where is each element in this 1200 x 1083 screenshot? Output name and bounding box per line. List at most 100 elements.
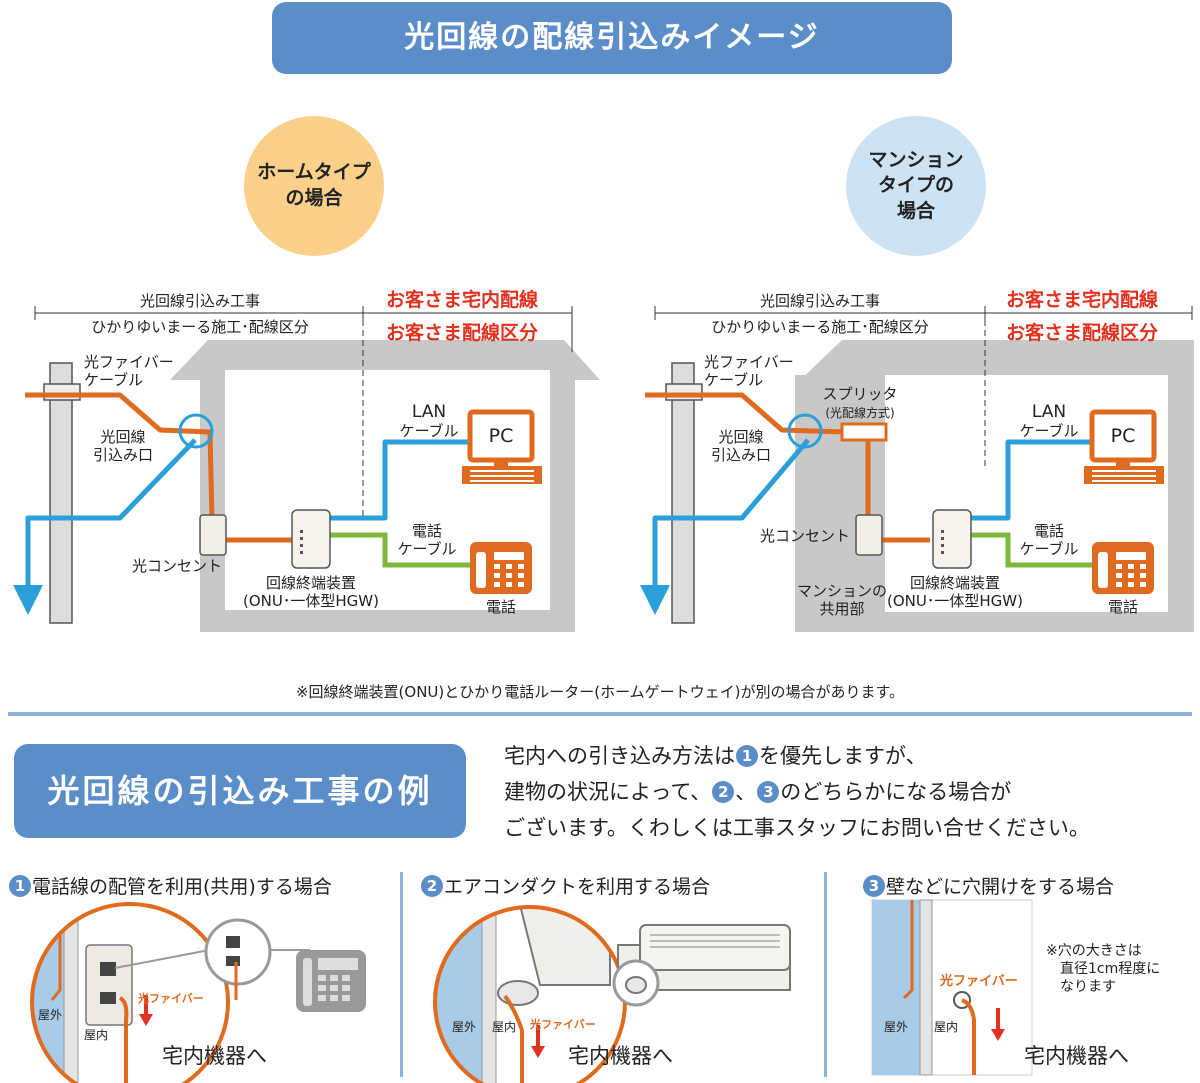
num-badge-2: 2: [712, 781, 735, 803]
case1-title-text: 電話線の配管を利用(共用)する場合: [32, 876, 332, 898]
mansion-lan-l2: ケーブル: [1019, 422, 1079, 441]
onu-note: ※回線終端装置(ONU)とひかり電話ルーター(ホームゲートウェイ)が別の場合があ…: [295, 683, 905, 701]
mansion-outlet-icon: [855, 514, 883, 556]
home-onu-icon: [291, 509, 331, 569]
case3-title-text: 壁などに穴開けをする場合: [886, 876, 1115, 898]
case1-indoor: 屋内: [84, 1028, 109, 1042]
intro-line2-sep: 、: [735, 780, 757, 804]
mansion-outlet-label: 光コンセント: [760, 527, 851, 545]
mansion-customer-section: お客さま配線区分: [1006, 322, 1159, 344]
mansion-badge-line1: マンション: [868, 148, 964, 171]
mansion-lan-l1: LAN: [1031, 402, 1067, 422]
intro-line3: ございます。くわしくは工事スタッフにお問い合せください。: [504, 816, 1090, 840]
case1-fiber: 光ファイバー: [138, 992, 204, 1005]
mansion-tel-cable: [968, 532, 1092, 568]
mansion-entry-label: 光回線引込み口: [706, 428, 776, 464]
mansion-onu-l1: 回線終端装置: [909, 574, 1000, 592]
mansion-entry-l1: 光回線: [718, 428, 764, 446]
mansion-entry-ring: [787, 413, 823, 449]
home-tel-l1: 電話: [411, 522, 442, 540]
mansion-onu-dots-icon: [941, 530, 944, 554]
home-badge-line1: ホームタイプ: [257, 161, 371, 184]
mansion-lan-cable: [640, 438, 1092, 615]
home-customer-section: お客さま配線区分: [386, 322, 539, 344]
home-work-label: 光回線引込み工事: [139, 292, 260, 310]
home-onu-l1: 回線終端装置: [265, 574, 356, 592]
mansion-onu-icon: [932, 509, 972, 569]
mansion-common-label: マンションの共用部: [797, 582, 887, 618]
home-type-badge: ホームタイプの場合: [244, 116, 384, 256]
case1-illustration: [30, 902, 366, 1083]
home-pc-icon: [462, 409, 542, 484]
mansion-badge-line2: タイプの: [877, 174, 954, 197]
intro-line1-a: 宅内への引き込み方法は: [504, 744, 735, 768]
mansion-phone-label: 電話: [1107, 598, 1138, 616]
case2-outdoor: 屋外: [452, 1020, 477, 1034]
home-lan-l1: LAN: [411, 402, 447, 422]
case2-illustration: [433, 905, 791, 1083]
home-utility-pole: [49, 362, 73, 624]
home-pole-clamp: [43, 383, 81, 401]
home-onu-l2: (ONU･一体型HGW): [243, 592, 379, 610]
home-tel-l2: ケーブル: [397, 540, 457, 558]
mansion-fiber-l2: ケーブル: [704, 371, 764, 389]
mansion-utility-pole: [671, 362, 695, 624]
home-fiber-l2: ケーブル: [84, 371, 144, 389]
home-outlet-icon: [199, 514, 227, 556]
case2-fiber: 光ファイバー: [530, 1018, 596, 1031]
mansion-customer-wiring: お客さま宅内配線: [1006, 289, 1159, 311]
mansion-work-label: 光回線引込み工事: [759, 292, 880, 310]
case1-outdoor: 屋外: [38, 1008, 63, 1022]
mansion-common-l1: マンションの: [797, 582, 888, 600]
mansion-common-l2: 共用部: [819, 600, 865, 618]
mansion-fiber-label: 光ファイバーケーブル: [704, 353, 794, 389]
case3-fiber: 光ファイバー: [940, 974, 1018, 989]
case3-num: 3: [863, 875, 885, 897]
mansion-pole-clamp: [665, 383, 703, 401]
case2-indoor: 屋内: [492, 1020, 517, 1034]
case1-to-device: 宅内機器へ: [162, 1044, 267, 1068]
home-span-lines: [34, 306, 573, 520]
intro-line2-b: のどちらかになる場合が: [780, 780, 1012, 804]
mansion-splitter-label: スプリッタ(光配線方式): [810, 385, 910, 421]
case3-outdoor: 屋外: [884, 1020, 909, 1034]
mansion-phone-icon: [1092, 542, 1154, 594]
mansion-type-badge: マンションタイプの場合: [846, 116, 986, 256]
case2-title-text: エアコンダクトを利用する場合: [444, 876, 711, 898]
num-badge-3: 3: [757, 781, 780, 803]
home-tel-cable: [325, 532, 470, 568]
mansion-onu-l2: (ONU･一体型HGW): [887, 592, 1023, 610]
section2-title: 光回線の引込み工事の例: [14, 744, 466, 838]
home-customer-wiring: お客さま宅内配線: [386, 289, 539, 311]
case1-num: 1: [9, 875, 31, 897]
home-fiber-label: 光ファイバーケーブル: [84, 353, 174, 389]
num-badge-1: 1: [736, 745, 758, 767]
diagram-title: 光回線の配線引込みイメージ: [272, 2, 952, 74]
mansion-pc-icon: [1084, 409, 1164, 484]
mansion-tel-cable-label: 電話ケーブル: [1012, 522, 1086, 558]
mansion-onu-label: 回線終端装置(ONU･一体型HGW): [880, 574, 1030, 610]
case-separator-2: [824, 872, 827, 1077]
home-onu-label: 回線終端装置(ONU･一体型HGW): [236, 574, 386, 610]
mansion-fiber-l1: 光ファイバー: [704, 353, 794, 371]
home-phone-icon: [470, 542, 532, 594]
case3-indoor: 屋内: [934, 1020, 959, 1034]
home-entry-label: 光回線引込み口: [88, 428, 158, 464]
home-entry-l2: 引込み口: [92, 446, 153, 464]
home-lan-cable: [13, 438, 470, 615]
mansion-splitter-l1: スプリッタ: [822, 385, 898, 403]
home-badge-line2: の場合: [285, 187, 343, 209]
home-onu-dots-icon: [300, 530, 303, 554]
home-entry-l1: 光回線: [100, 428, 146, 446]
mansion-tel-l1: 電話: [1033, 522, 1064, 540]
home-lan-l2: ケーブル: [399, 422, 459, 441]
mansion-splitter-icon: [840, 422, 888, 442]
intro-line2-a: 建物の状況によって、: [504, 780, 712, 804]
mansion-badge-line3: 場合: [896, 199, 935, 222]
